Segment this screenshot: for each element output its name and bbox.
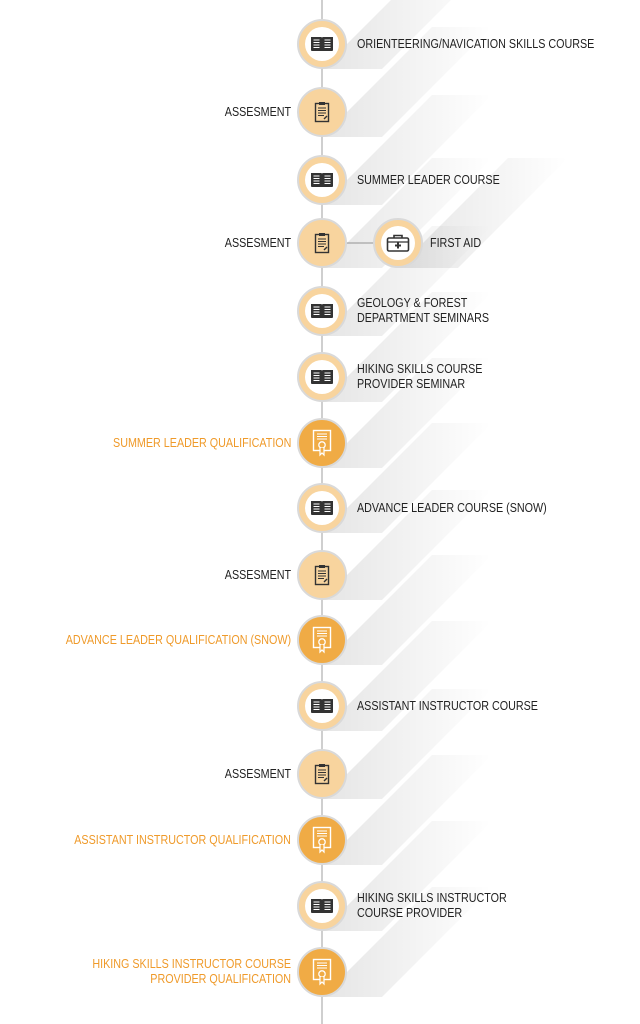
node-circle <box>297 155 347 205</box>
step-label: ASSISTANT INSTRUCTOR COURSE <box>357 699 538 714</box>
node-circle <box>297 87 347 137</box>
node-shadow <box>322 621 492 731</box>
book-icon <box>310 171 334 189</box>
label-line: ASSESMENT <box>224 104 291 119</box>
node-circle <box>297 615 347 665</box>
label-line: COURSE PROVIDER <box>357 906 463 920</box>
certificate-icon <box>312 826 332 854</box>
node-inner <box>305 163 339 197</box>
node-circle <box>297 749 347 799</box>
label-line: ASSESMENT <box>224 235 291 250</box>
step-label: ADVANCE LEADER QUALIFICATION (SNOW) <box>66 633 291 648</box>
book-icon <box>310 35 334 53</box>
label-line: HIKING SKILLS INSTRUCTOR COURSE <box>92 957 291 971</box>
assess-node <box>297 218 347 268</box>
assess-node <box>297 749 347 799</box>
node-circle <box>297 218 347 268</box>
course-node <box>297 155 347 205</box>
qual-node <box>297 615 347 665</box>
qual-node <box>297 418 347 468</box>
certificate-icon <box>312 958 332 986</box>
first-aid-kit-icon <box>386 233 410 253</box>
label-line: ASSESMENT <box>224 567 291 582</box>
step-label: ASSISTANT INSTRUCTOR QUALIFICATION <box>74 833 291 848</box>
node-shadow <box>322 755 492 865</box>
node-inner <box>305 360 339 394</box>
node-inner <box>305 889 339 923</box>
assess-node <box>297 550 347 600</box>
course-node <box>297 681 347 731</box>
step-label: SUMMER LEADER COURSE <box>357 173 500 188</box>
label-line: ORIENTEERING/NAVICATION SKILLS COURSE <box>357 36 595 51</box>
node-circle <box>297 352 347 402</box>
step-label: FIRST AID <box>430 236 481 251</box>
label-line: FIRST AID <box>430 235 482 250</box>
label-line: SUMMER LEADER COURSE <box>357 172 500 187</box>
step-label: SUMMER LEADER QUALIFICATION <box>113 436 291 451</box>
clipboard-icon <box>314 101 330 123</box>
clipboard-icon <box>314 763 330 785</box>
node-circle <box>297 681 347 731</box>
certificate-icon <box>312 626 332 654</box>
book-icon <box>310 368 334 386</box>
book-icon <box>310 302 334 320</box>
node-circle <box>297 947 347 997</box>
node-circle <box>297 815 347 865</box>
node-shadow <box>322 0 492 69</box>
step-label: ASSESMENT <box>225 568 291 583</box>
book-icon <box>310 897 334 915</box>
step-label: ADVANCE LEADER COURSE (SNOW) <box>357 501 547 516</box>
label-line: ASSISTANT INSTRUCTOR COURSE <box>357 698 538 713</box>
node-inner <box>305 689 339 723</box>
qual-node <box>297 815 347 865</box>
qual-node <box>297 947 347 997</box>
label-line: DEPARTMENT SEMINARS <box>357 311 490 325</box>
node-inner <box>305 27 339 61</box>
label-line: ASSESMENT <box>224 766 291 781</box>
node-inner <box>381 226 415 260</box>
label-line: ADVANCE LEADER QUALIFICATION (SNOW) <box>65 632 291 647</box>
label-line: ADVANCE LEADER COURSE (SNOW) <box>357 500 547 515</box>
label-line: HIKING SKILLS INSTRUCTOR <box>357 891 507 905</box>
course-node <box>373 218 423 268</box>
node-shadow <box>322 423 492 533</box>
step-label: ASSESMENT <box>225 767 291 782</box>
node-inner <box>305 294 339 328</box>
label-line: GEOLOGY & FOREST <box>357 296 468 310</box>
label-line: PROVIDER SEMINAR <box>357 377 466 391</box>
label-line: SUMMER LEADER QUALIFICATION <box>112 435 291 450</box>
node-circle <box>373 218 423 268</box>
node-inner <box>305 491 339 525</box>
course-node <box>297 352 347 402</box>
label-line: PROVIDER QUALIFICATION <box>150 972 291 986</box>
node-shadow <box>322 95 492 205</box>
assess-node <box>297 87 347 137</box>
course-node <box>297 286 347 336</box>
node-circle <box>297 418 347 468</box>
label-line: HIKING SKILLS COURSE <box>357 362 483 376</box>
course-node <box>297 483 347 533</box>
node-circle <box>297 881 347 931</box>
node-circle <box>297 483 347 533</box>
node-circle <box>297 19 347 69</box>
step-label: ASSESMENT <box>225 236 291 251</box>
node-circle <box>297 286 347 336</box>
branch-connector <box>346 242 376 244</box>
book-icon <box>310 499 334 517</box>
clipboard-icon <box>314 232 330 254</box>
clipboard-icon <box>314 564 330 586</box>
step-label: ORIENTEERING/NAVICATION SKILLS COURSE <box>357 37 594 52</box>
course-node <box>297 19 347 69</box>
step-label: ASSESMENT <box>225 105 291 120</box>
node-shadow <box>322 555 492 665</box>
certificate-icon <box>312 429 332 457</box>
label-line: ASSISTANT INSTRUCTOR QUALIFICATION <box>74 832 291 847</box>
book-icon <box>310 697 334 715</box>
node-circle <box>297 550 347 600</box>
course-node <box>297 881 347 931</box>
